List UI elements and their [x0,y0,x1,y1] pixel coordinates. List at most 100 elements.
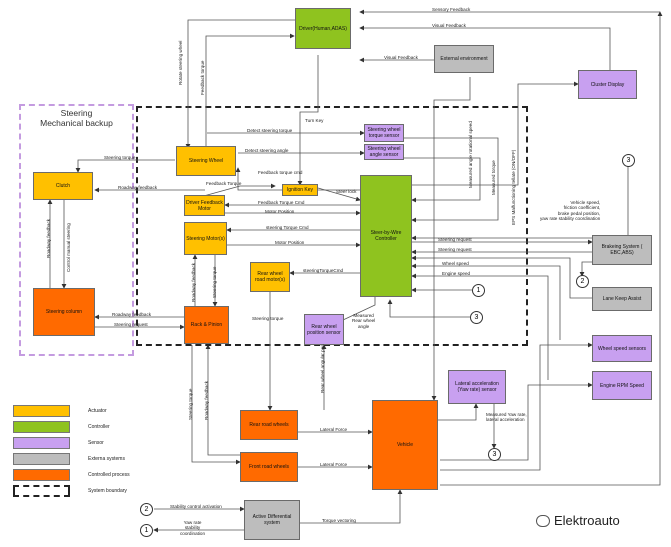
roadway-feedback-left-label: Roadway feedback [46,218,51,258]
reference-circle: 3 [488,448,501,461]
vehicle-to-lat-sensor [438,403,479,421]
roadway-feedback-label: Roadway feedback [118,185,158,190]
steering-torque-to-clutch [75,159,175,173]
watermark: Elektroauto [536,513,620,528]
legend-swatch-controlled-process [13,469,70,481]
clutch-block: Clutch [33,172,93,200]
steering-motors-block: Steering Motor(s) [184,222,227,255]
braking-system-block: Brakeing System ( EBC,ABS) [592,235,652,265]
watermark-text: Elektroauto [554,513,620,528]
torque-vectoring-arrow [300,489,403,524]
wheel-speed-label: Wheel speed [442,261,469,266]
reference-circle: 3 [622,154,635,167]
rack-pinion-block: Rack & Pinion [184,306,229,344]
circle-3-to-controller [387,299,470,318]
eps-malfunction-arrow [412,81,579,186]
vehicle-to-wheel-sensors [440,342,593,471]
rear-wheel-angular-pos-label: Rear wheel angular pos [320,344,325,393]
reference-circle: 1 [140,524,153,537]
steering-wheel-angle-sensor-block: Steering wheel angle sensor [364,144,404,160]
rotate-steering-wheel-arrow [185,19,295,149]
measured-rear-angle-arrow [342,292,378,321]
legend-label-external-systems: Externa systems [88,456,125,462]
lateral-force-1-label: Lateral Force [320,427,348,432]
steer-by-wire-controller-block: Steer-by-Wire Controller [360,175,412,297]
cluster-display-block: Cluster Display [578,70,637,99]
feedback-torque-cmd-label: Feedback torque cmd [258,170,303,175]
motor-position-1-label: Motor Position [265,209,295,214]
feedback-torque-arrow [205,33,295,148]
lane-keep-assist-block: Lane Keep Assist [592,287,652,311]
braking-to-circle-2 [579,261,592,277]
steer-lock-arrow [317,187,361,202]
sensory-feedback-label: Sensory Feedback [432,7,471,12]
vehicle-speed-info-label: Vehicle speed, friction coefficient, bra… [540,200,601,222]
driver-feedback-motor-block: Driver Feedback Motor [184,195,225,216]
steering-torque-4-label: Steering torque [188,388,193,420]
legend-swatch-system-boundary [13,485,70,497]
stability-control-label: Stability control activation [170,504,222,509]
feedback-torque-cmd-arrow [235,167,360,191]
lateral-force-2-label: Lateral Force [320,462,348,467]
steering-torque-rack-front [191,345,241,465]
reference-circle: 2 [140,503,153,516]
steering-torque-2-label: Steering torque [212,266,217,298]
legend-label-actuator: Actuator [88,408,107,414]
legend-label-controller: Controller [88,424,110,430]
chat-bubble-icon [536,514,550,527]
steering-torque-3-label: Steering torque [252,316,284,321]
measured-torque-label: Measured torque [491,160,496,195]
wheel-speed-arrow [411,263,561,340]
vehicle-to-rpm [440,382,593,461]
engine-rpm-speed-block: Engine RPM Speed [592,371,652,400]
lka-arrow [411,255,592,299]
legend-label-system-boundary: System boundary [88,488,127,494]
steering-wheel-block: Steering Wheel [176,146,236,176]
roadway-feedback-4-label: Roadway feedback [204,380,209,420]
turn-key-arrow [297,55,319,186]
mechanical-backup-title: Steering Mechanical backup [40,108,113,128]
vehicle-feedback-loop [440,11,663,486]
feedback-torque-cmd-2-label: Feedback Torque Cmd [258,200,305,205]
front-road-wheels-block: Front road wheels [240,452,298,482]
measured-angle-speed-label: Measured angle rotational speed [468,121,473,188]
reference-circle: 3 [470,311,483,324]
visual-feedback-cluster-arrow [359,25,611,70]
env-to-vehicle [431,77,471,401]
engine-speed-label: Engine speed [442,271,471,276]
roadway-feedback-front-rack [205,344,240,456]
reference-circle: 2 [576,275,589,288]
yaw-rate-stability-label: Yaw rate stability coordination [180,520,206,536]
legend-swatch-actuator [13,405,70,417]
steering-column-block: Steering column [33,288,95,336]
rear-wheel-motors-block: Rear wheel road motor(s) [250,262,290,292]
active-differential-block: Active Differential system [244,500,300,540]
steering-torque-label: Steering torque [104,155,136,160]
turn-key-label: Turn Key [305,118,324,123]
steering-request-3-label: Steering request [114,322,148,327]
visual-feedback-label: Visual Feedback [432,23,466,28]
eps-malfunction-label: EPS Malfunctioning tellate (ON/OFF) [511,149,516,225]
steering-request-2-label: Steering request [438,247,472,252]
control-manual-steering-label: Control manual steering [66,223,71,272]
lateral-acceleration-sensor-block: Lateral acceleration (Yaw rate) sensor [448,370,506,404]
external-environment-block: External environment [434,45,494,73]
measured-angle-arrow [403,157,481,203]
mechanical-backup-boundary [19,104,134,356]
detect-steering-angle-label: Detect steering angle [245,148,289,153]
vehicle-block: Vehicle [372,400,438,490]
legend-swatch-external-systems [13,453,70,465]
legend-swatch-sensor [13,437,70,449]
feedback-torque-2-arrow [199,183,276,198]
reference-circle: 1 [472,284,485,297]
rear-road-wheels-block: Rear road wheels [240,410,298,440]
torque-vectoring-label: Torque vectoring [322,518,356,523]
wheel-speed-sensors-block: Wheel speed sensors [592,335,652,362]
measured-yaw-label: Measured Yaw rate, lateral acceleration [486,412,527,423]
ignition-key-block: Ignition Key [282,184,318,196]
steering-torque-cmd-1-label: steering Torque Cmd [266,225,309,230]
steering-wheel-torque-sensor-block: Steering wheel torque sensor [364,124,404,142]
rear-wheel-position-sensor-block: Rear wheel position sensor [304,314,344,345]
system-boundary [136,106,528,346]
